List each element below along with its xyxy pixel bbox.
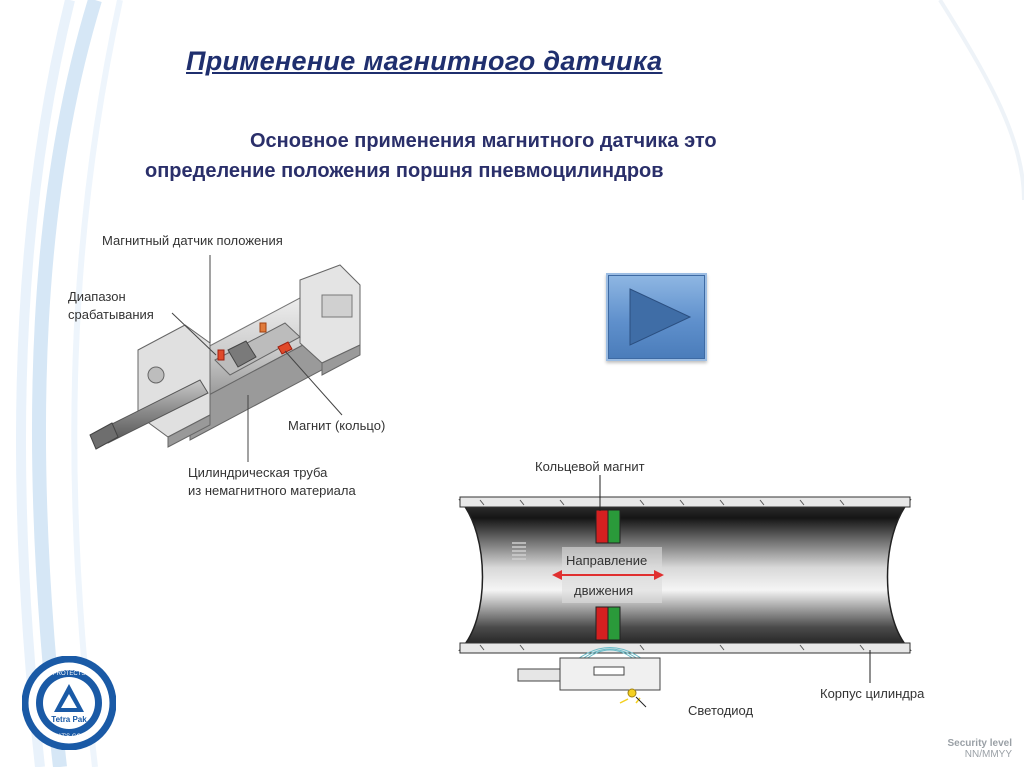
label-range-line-2: срабатывания (68, 307, 154, 322)
logo-bottom-text: WHAT'S GOOD (48, 734, 91, 740)
label-cylinder-body: Корпус цилиндра (820, 686, 924, 701)
label-ring-magnet: Кольцевой магнит (535, 459, 645, 474)
slide-title: Применение магнитного датчика (186, 46, 662, 77)
tetra-pak-logo: Tetra Pak PROTECTS WHAT'S GOOD (22, 656, 116, 750)
security-label: Security level (948, 738, 1012, 749)
label-magnet-ring: Магнит (кольцо) (288, 418, 385, 433)
label-position-sensor: Магнитный датчик положения (102, 233, 283, 248)
security-level: Security level NN/MMYY (948, 738, 1012, 760)
subtitle-line-2: определение положения поршня пневмоцилин… (145, 156, 905, 186)
security-value: NN/MMYY (948, 749, 1012, 760)
cylinder-cutaway-figure: Магнитный датчик положения Диапазон сраб… (60, 225, 420, 515)
play-button[interactable] (606, 273, 707, 361)
subtitle-line-1: Основное применения магнитного датчика э… (145, 126, 905, 156)
logo-top-text: PROTECTS (53, 671, 86, 677)
play-icon (608, 275, 705, 359)
ring-magnet-figure: Кольцевой магнит Направление движения Ко… (440, 455, 960, 730)
label-tube-line-2: из немагнитного материала (188, 483, 356, 498)
label-range-line-1: Диапазон (68, 289, 126, 304)
label-tube-line-1: Цилиндрическая труба (188, 465, 327, 480)
label-direction-line-1: Направление (566, 553, 647, 568)
label-direction-line-2: движения (574, 583, 633, 598)
label-led: Светодиод (688, 703, 753, 718)
slide-subtitle: Основное применения магнитного датчика э… (145, 126, 905, 186)
logo-center-text: Tetra Pak (51, 715, 87, 724)
